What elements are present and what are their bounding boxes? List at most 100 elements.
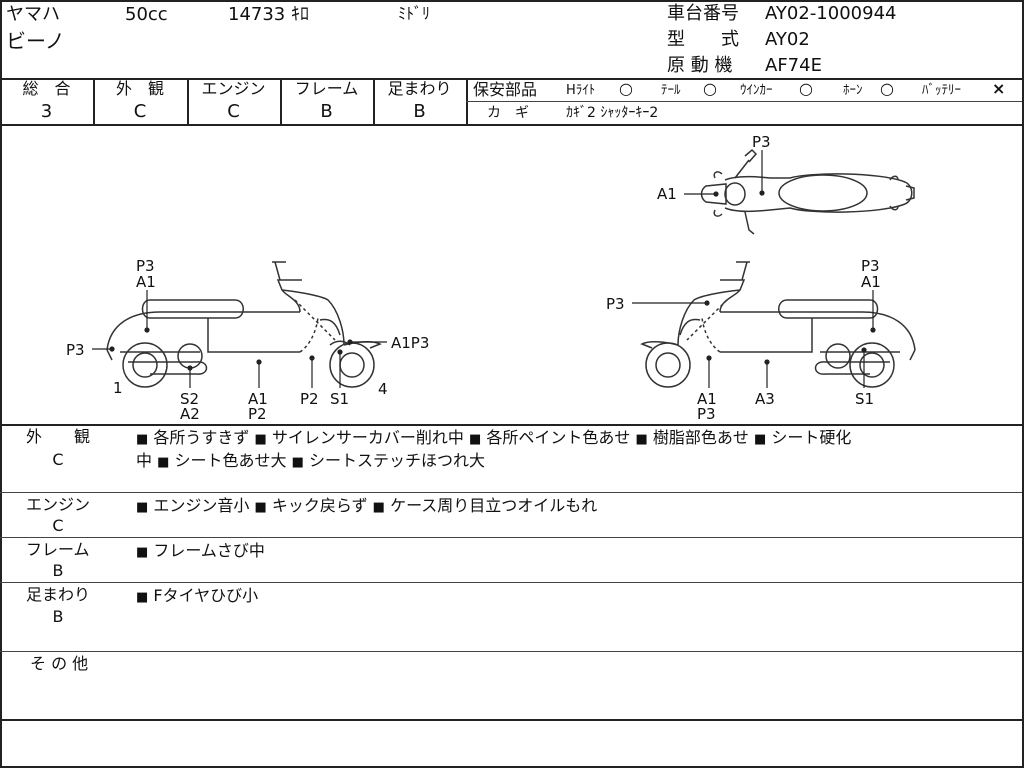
exterior-grade: C <box>133 101 147 122</box>
bullet: ■ <box>754 432 767 447</box>
frame-grade: B <box>320 101 333 122</box>
engine-grade: C <box>227 101 240 122</box>
type-value: AY02 <box>765 29 810 50</box>
marker-left-p2b: P2 <box>248 405 267 423</box>
comment-exterior-line2: 中 ■ シート色あせ大 ■ シートステッチほつれ大 <box>136 449 485 474</box>
bullet: ■ <box>157 455 170 470</box>
divider-comments-4 <box>0 651 1022 652</box>
scooter-diagram: P3 A1 P3 A1 P3 1 S2 A2 A1 P2 P2 S1 A1P3 … <box>66 133 916 423</box>
horn-label: ﾎｰﾝ <box>843 83 863 98</box>
headlight-label: Hﾗｲﾄ <box>566 83 596 98</box>
body-color: ﾐﾄﾞﾘ <box>398 4 431 23</box>
bullet: ■ <box>372 500 385 515</box>
engine-item-2: キック戻らず <box>271 496 368 515</box>
key-label: カ ギ <box>487 105 529 121</box>
marker-left-num4: 4 <box>378 380 388 398</box>
comment-other-label: そ の 他 <box>30 654 89 673</box>
divider-comments-5 <box>0 719 1022 721</box>
maker: ヤマハ <box>6 4 60 25</box>
comment-exterior-grade: C <box>52 450 64 469</box>
taillight-mark: ○ <box>703 79 717 98</box>
exterior-item-3: 各所ペイント色あせ <box>486 428 631 447</box>
bullet: ■ <box>254 500 267 515</box>
marker-left-s1: S1 <box>330 390 349 408</box>
comment-frame-line: ■ フレームさび中 <box>136 539 265 564</box>
bullet: ■ <box>469 432 482 447</box>
marker-left-rear-p3: P3 <box>66 341 85 359</box>
key-value: ｶｷﾞ2 ｼｬｯﾀｰｷｰ2 <box>566 105 659 121</box>
marker-right-top-p3: P3 <box>861 257 880 275</box>
exterior-item-2: サイレンサーカバー削れ中 <box>271 428 464 447</box>
exterior-line2-lead: 中 <box>136 451 153 470</box>
divider-grade-1 <box>93 78 95 125</box>
divider-comments-3 <box>0 582 1022 583</box>
marker-top-a1: A1 <box>657 185 677 203</box>
comment-exterior-line1: ■ 各所うすきず ■ サイレンサーカバー削れ中 ■ 各所ペイント色あせ ■ 樹脂… <box>136 426 851 451</box>
exterior-item-6: シート色あせ大 <box>174 451 287 470</box>
marker-left-top-p3: P3 <box>136 257 155 275</box>
bullet: ■ <box>254 432 267 447</box>
divider-diagram-bottom <box>0 424 1022 426</box>
marker-left-num1: 1 <box>113 379 123 397</box>
model-name: ビーノ <box>6 29 65 53</box>
comment-suspension-label: 足まわり <box>26 585 91 604</box>
frame-number-label: 車台番号 <box>667 3 739 24</box>
comment-engine-label: エンジン <box>26 495 91 514</box>
horn-mark: ○ <box>880 79 894 98</box>
comment-engine-grade: C <box>52 516 64 535</box>
taillight-label: ﾃｰﾙ <box>661 83 681 98</box>
divider-grade-2 <box>187 78 189 125</box>
bullet: ■ <box>136 545 149 560</box>
divider-safety-key <box>466 101 1022 102</box>
bullet: ■ <box>635 432 648 447</box>
suspension-grade: B <box>413 101 426 122</box>
marker-right-p3-bottom: P3 <box>697 405 716 423</box>
type-label: 型 式 <box>667 29 739 50</box>
comment-engine-line: ■ エンジン音小 ■ キック戻らず ■ ケース周り目立つオイルもれ <box>136 494 597 519</box>
marker-right-a3: A3 <box>755 390 775 408</box>
displacement: 50cc <box>125 4 168 25</box>
marker-left-p2: P2 <box>300 390 319 408</box>
safety-parts-label: 保安部品 <box>473 80 538 99</box>
winker-mark: ○ <box>799 79 813 98</box>
marker-right-a1: A1 <box>697 390 717 408</box>
divider-grade-top <box>0 78 1022 80</box>
engine-grade-label: エンジン <box>201 79 266 98</box>
exterior-grade-label: 外 観 <box>115 79 164 98</box>
scooter-top-view <box>700 148 915 235</box>
scooter-right-view <box>640 261 916 388</box>
marker-top-p3: P3 <box>752 133 771 151</box>
engine-item-1: エンジン音小 <box>153 496 250 515</box>
winker-label: ｳｲﾝｶｰ <box>740 83 773 98</box>
marker-right-s1: S1 <box>855 390 874 408</box>
divider-grade-4 <box>373 78 375 125</box>
frame-grade-label: フレーム <box>294 79 359 98</box>
marker-left-a1: A1 <box>248 390 268 408</box>
battery-label: ﾊﾞｯﾃﾘｰ <box>922 83 961 98</box>
bullet: ■ <box>291 455 304 470</box>
suspension-grade-label: 足まわり <box>387 79 452 98</box>
divider-grade-3 <box>280 78 282 125</box>
mileage: 14733 ｷﾛ <box>228 4 309 25</box>
battery-mark: × <box>992 79 1006 98</box>
headlight-mark: ○ <box>619 79 633 98</box>
marker-left-top-a1: A1 <box>136 273 156 291</box>
exterior-item-5: シート硬化 <box>771 428 852 447</box>
exterior-item-7: シートステッチほつれ大 <box>309 451 486 470</box>
bullet: ■ <box>136 432 149 447</box>
marker-left-s2: S2 <box>180 390 199 408</box>
marker-left-front: A1P3 <box>391 334 429 352</box>
divider-grade-bottom <box>0 124 1022 126</box>
marker-right-top-a1: A1 <box>861 273 881 291</box>
divider-comments-2 <box>0 537 1022 538</box>
divider-comments-1 <box>0 492 1022 493</box>
engine-model-value: AF74E <box>765 55 822 76</box>
overall-grade: 3 <box>40 101 53 122</box>
comment-exterior-label: 外 観 <box>26 427 91 446</box>
exterior-item-4: 樹脂部色あせ <box>652 428 749 447</box>
comment-frame-grade: B <box>52 561 64 580</box>
marker-right-p3-left: P3 <box>606 295 625 313</box>
bullet: ■ <box>136 590 149 605</box>
frame-number: AY02-1000944 <box>765 3 897 24</box>
